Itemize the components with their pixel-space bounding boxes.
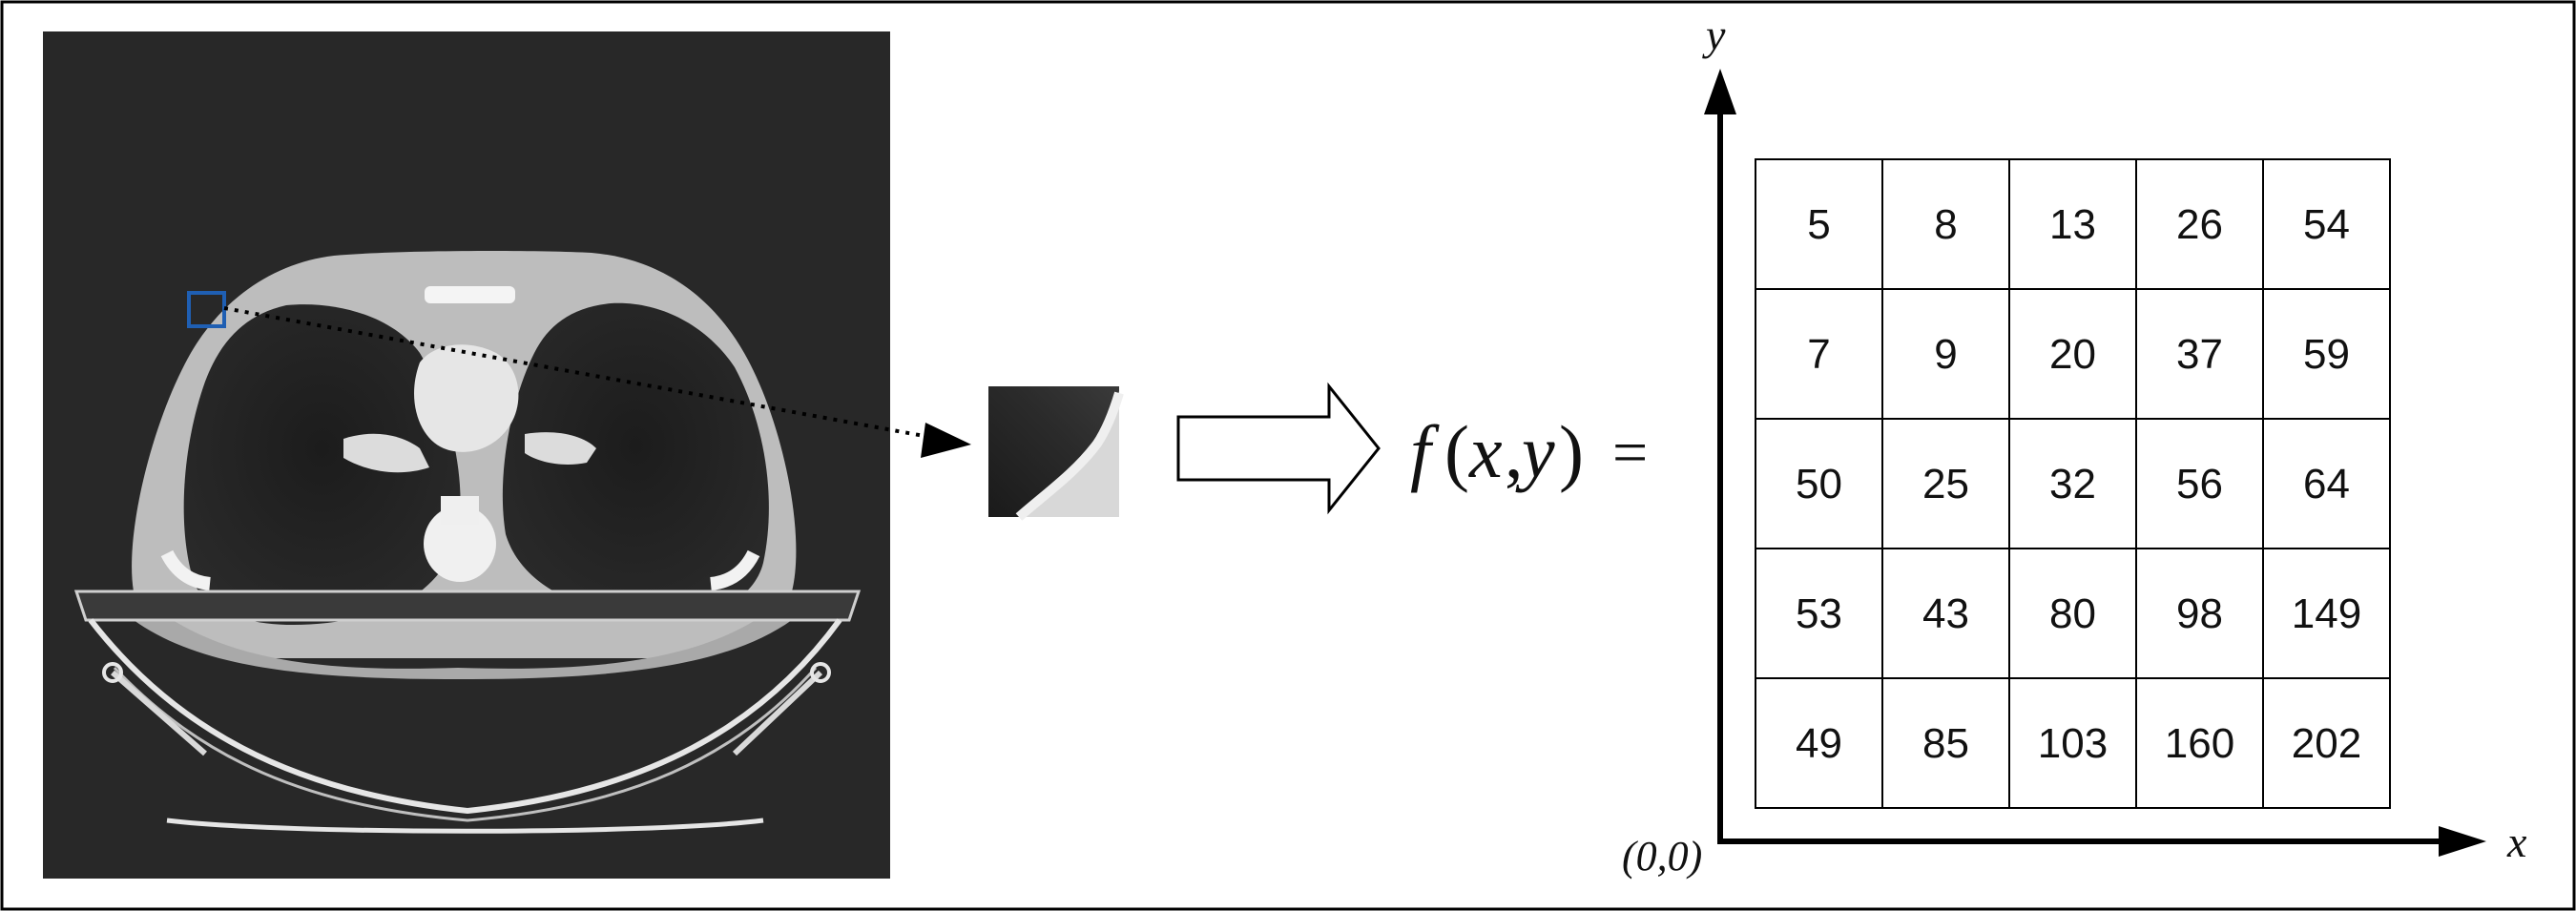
matrix-cell bbox=[1881, 548, 2010, 679]
x-axis-label: x bbox=[2506, 818, 2527, 866]
matrix-cell-value: 25 bbox=[1922, 461, 1969, 507]
pixel-value-matrix: 5 8 13 26 54 7 9 20 37 59 50 25 32 56 64 53 43 80 98 149 49 8… bbox=[1755, 158, 2391, 809]
matrix-cell-value: 7 bbox=[1807, 331, 1830, 378]
matrix-cell-value: 32 bbox=[2049, 461, 2096, 507]
matrix-cell bbox=[1755, 158, 1883, 290]
matrix-cell bbox=[1881, 288, 2010, 420]
transform-arrow bbox=[1176, 382, 1381, 515]
equation-function-name: f bbox=[1410, 410, 1440, 493]
y-axis-arrowhead bbox=[1704, 69, 1736, 114]
equation-open-paren: ( bbox=[1444, 410, 1469, 493]
matrix-cell-value: 56 bbox=[2176, 461, 2223, 507]
matrix-cell bbox=[2135, 288, 2264, 420]
x-axis-arrowhead bbox=[2439, 826, 2486, 857]
matrix-cell-value: 85 bbox=[1922, 720, 1969, 767]
matrix-cell bbox=[1755, 677, 1883, 809]
y-axis-label: y bbox=[1702, 10, 1726, 59]
matrix-cell-value: 149 bbox=[2292, 590, 2361, 637]
matrix-cell bbox=[2262, 548, 2391, 679]
equation-comma: , bbox=[1505, 410, 1524, 493]
matrix-cell-value: 80 bbox=[2049, 590, 2096, 637]
matrix-cell-value: 53 bbox=[1796, 590, 1842, 637]
matrix-cell-value: 9 bbox=[1934, 331, 1957, 378]
equation-x: x bbox=[1468, 410, 1503, 493]
matrix-cell bbox=[2135, 548, 2264, 679]
matrix-cell-value: 49 bbox=[1796, 720, 1842, 767]
zoomed-patch bbox=[988, 386, 1124, 521]
matrix-cell-value: 43 bbox=[1922, 590, 1969, 637]
matrix-cell-value: 37 bbox=[2176, 331, 2223, 378]
matrix-cell-value: 202 bbox=[2292, 720, 2361, 767]
equation-y: y bbox=[1515, 410, 1555, 493]
matrix-cell bbox=[2008, 418, 2137, 549]
origin-label: (0,0) bbox=[1622, 833, 1702, 880]
matrix-cell-value: 54 bbox=[2303, 201, 2350, 248]
matrix-cell bbox=[2262, 418, 2391, 549]
matrix-cell-value: 64 bbox=[2303, 461, 2350, 507]
matrix-cell-value: 59 bbox=[2303, 331, 2350, 378]
matrix-cell-value: 103 bbox=[2038, 720, 2108, 767]
matrix-cell bbox=[2135, 158, 2264, 290]
matrix-cell-value: 20 bbox=[2049, 331, 2096, 378]
equation-close-paren: ) bbox=[1559, 410, 1584, 493]
function-equation: f ( x , y ) = bbox=[1410, 410, 1648, 493]
matrix-cell bbox=[2262, 677, 2391, 809]
matrix-cell-value: 160 bbox=[2165, 720, 2234, 767]
equation-equals: = bbox=[1612, 418, 1648, 487]
matrix-cell bbox=[2135, 677, 2264, 809]
zoom-leader-arrow bbox=[223, 306, 971, 458]
matrix-cell bbox=[2262, 158, 2391, 290]
coordinate-axes: y x (0,0) bbox=[1622, 10, 2527, 880]
matrix-cell-value: 26 bbox=[2176, 201, 2223, 248]
matrix-cell-value: 13 bbox=[2049, 201, 2096, 248]
matrix-cell-value: 98 bbox=[2176, 590, 2223, 637]
matrix-cell bbox=[2008, 677, 2137, 809]
ct-scan-image bbox=[43, 31, 890, 879]
matrix-cell bbox=[1755, 288, 1883, 420]
matrix-cell-value: 5 bbox=[1807, 201, 1830, 248]
matrix-cell-value: 8 bbox=[1934, 201, 1957, 248]
matrix-cell-value: 50 bbox=[1796, 461, 1842, 507]
matrix-cell bbox=[1881, 677, 2010, 809]
matrix-cell bbox=[2262, 288, 2391, 420]
matrix-cell bbox=[2135, 418, 2264, 549]
